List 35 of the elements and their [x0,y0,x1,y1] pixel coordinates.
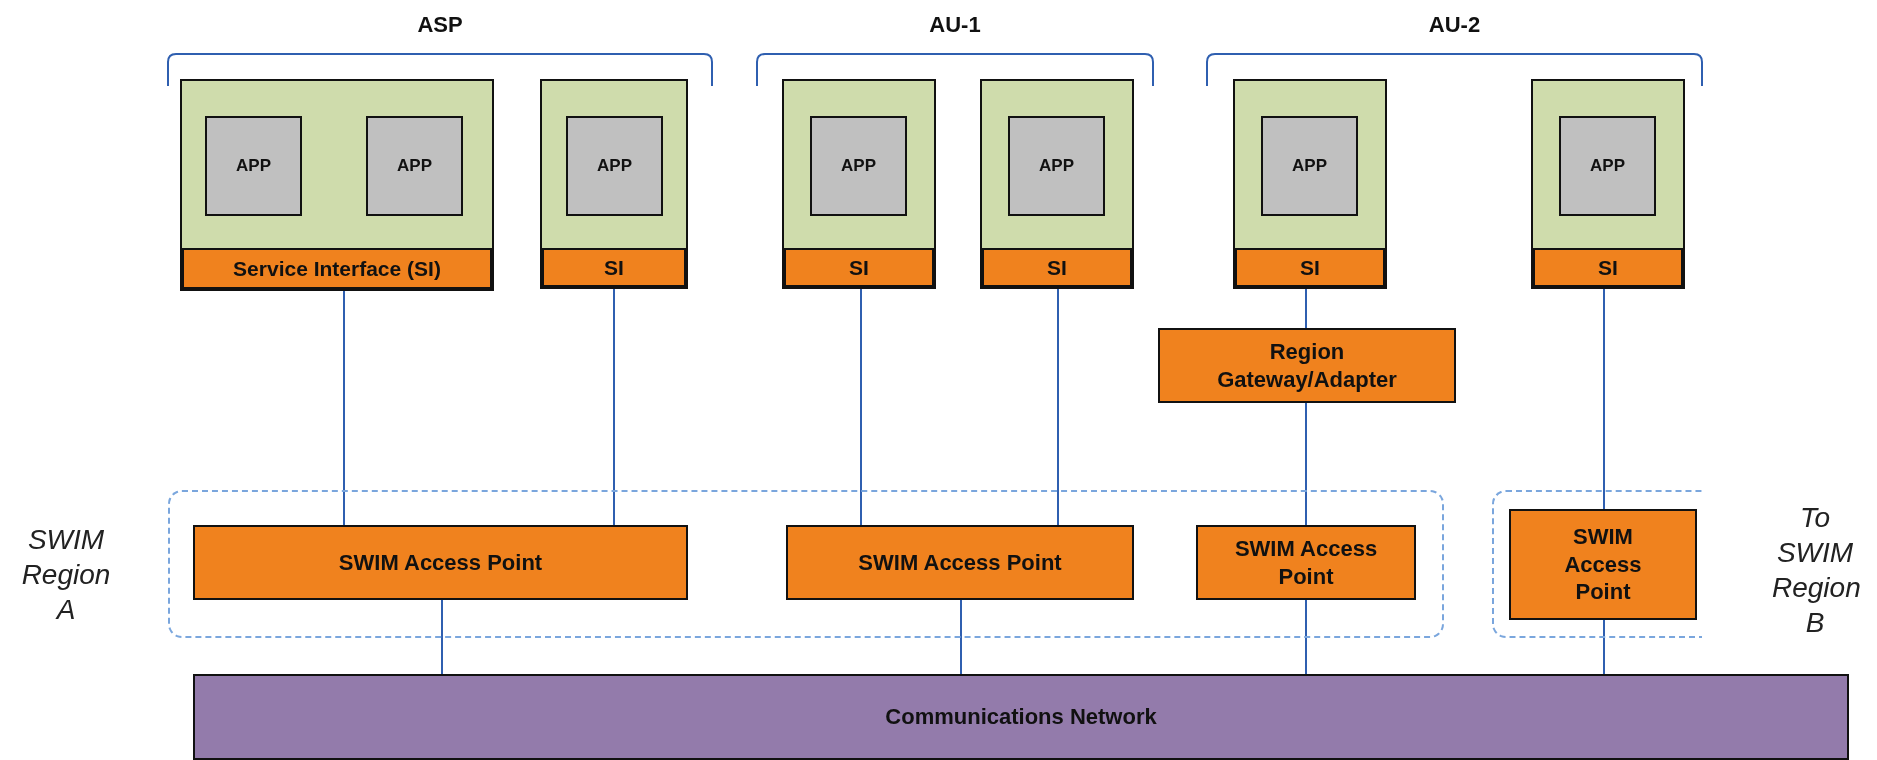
app-box: APP [205,116,302,216]
app-box: APP [810,116,907,216]
system-box [180,79,494,291]
group-heading: ASP [417,12,463,38]
access-point-box: SWIM Access Point [1196,525,1416,600]
app-box: APP [1008,116,1105,216]
access-point-box: SWIM Access Point [786,525,1134,600]
app-box: APP [366,116,463,216]
group-heading: AU-2 [1428,12,1481,38]
app-box: APP [566,116,663,216]
interface-bar: SI [1533,248,1683,287]
group-heading: AU-1 [929,12,981,38]
interface-bar: SI [982,248,1132,287]
system-box [540,79,688,289]
access-point-box: Region Gateway/Adapter [1158,328,1456,403]
region-heading: To SWIM Region B [1771,501,1862,640]
connector-line [960,599,962,675]
app-box: APP [1559,116,1656,216]
system-box [782,79,936,289]
connector-line [1305,402,1307,526]
connector-line [441,599,443,675]
connector-line [1305,599,1307,675]
system-box [980,79,1134,289]
region-heading: SWIM Region A [20,523,112,627]
interface-bar: SI [542,248,686,287]
connector-line [1603,619,1605,675]
interface-bar: SI [784,248,934,287]
access-point-box: SWIM Access Point [193,525,688,600]
interface-bar: Service Interface (SI) [182,248,492,289]
access-point-box: SWIM Access Point [1509,509,1697,620]
app-box: APP [1261,116,1358,216]
network-bar: Communications Network [193,674,1849,760]
interface-bar: SI [1235,248,1385,287]
system-box [1531,79,1685,289]
system-box [1233,79,1387,289]
